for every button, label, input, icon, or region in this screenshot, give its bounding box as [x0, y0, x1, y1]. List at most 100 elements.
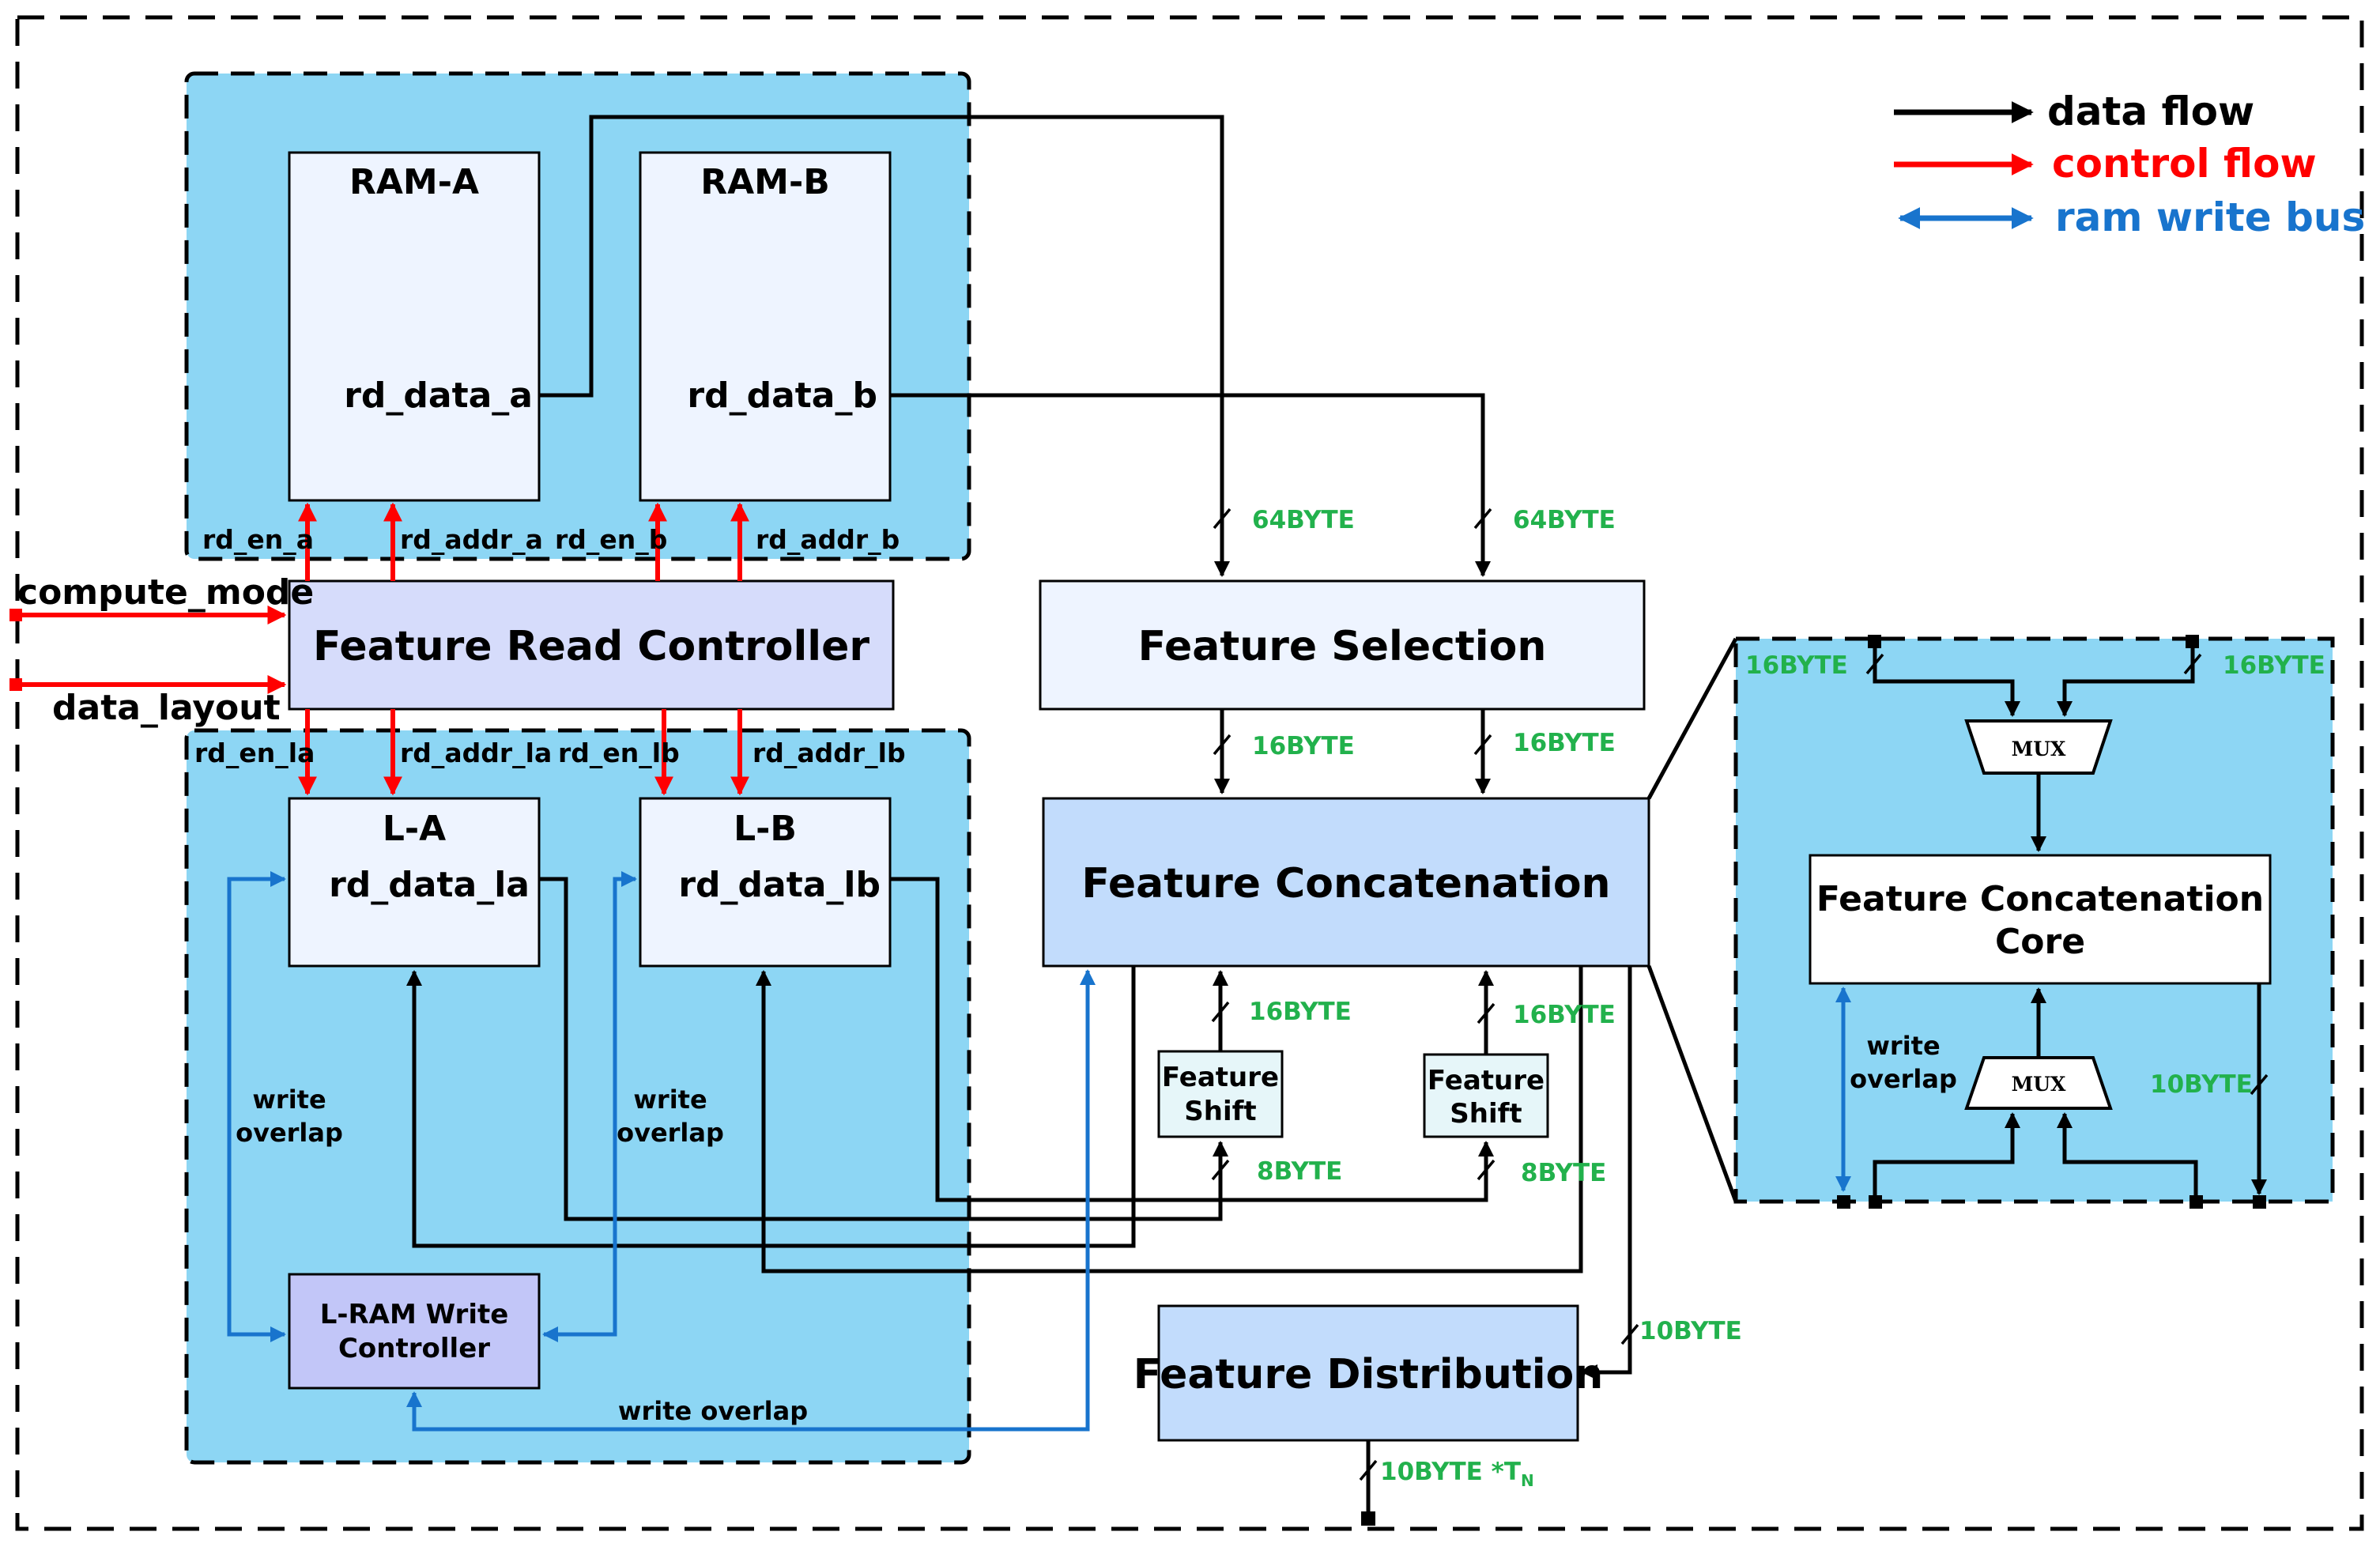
tick-16-shift1: [1211, 1001, 1230, 1023]
ram-a-title: RAM-A: [349, 162, 479, 202]
feature-concatenation-label: Feature Concatenation: [1081, 860, 1610, 907]
zoom-line-bottom: [1646, 965, 1738, 1202]
rd-addr-b-label: rd_addr_b: [756, 524, 900, 555]
feature-read-controller-label: Feature Read Controller: [313, 623, 869, 670]
data-layout-port: [9, 678, 22, 691]
concat-core-line1: Feature Concatenation: [1816, 879, 2264, 919]
bw-8-shift1: 8BYTE: [1257, 1157, 1342, 1186]
tick-10-output: [1359, 1459, 1378, 1481]
la-title: L-A: [383, 809, 446, 849]
rd-data-a-port: rd_data_a: [344, 375, 533, 416]
tick-10-distribution: [1620, 1323, 1639, 1345]
ram-b-title: RAM-B: [700, 162, 830, 202]
bw-10-output-main: 10BYTE *T: [1380, 1458, 1521, 1486]
lram-write-controller-block: [288, 1273, 541, 1390]
feature-selection-block: [1039, 579, 1646, 711]
concat-core-line2: Core: [1995, 922, 2085, 962]
detail-port-bottom-3: [2190, 1195, 2203, 1209]
rd-addr-la-label: rd_addr_la: [400, 738, 552, 768]
legend-data-flow-label: data flow: [2047, 89, 2254, 134]
legend-control-flow-label: control flow: [2052, 141, 2317, 187]
lram-write-controller-line1: L-RAM Write: [320, 1299, 509, 1330]
rd-en-lb-label: rd_en_lb: [558, 738, 680, 768]
bw-10-detail: 10BYTE: [2150, 1070, 2253, 1099]
write-overlap-lb-line1: write: [633, 1085, 707, 1115]
write-overlap-la-loop: [227, 871, 286, 1342]
feature-shift-1-block: [1157, 1050, 1284, 1138]
write-overlap-bus-label: write overlap: [618, 1396, 808, 1426]
tick-64-right: [1473, 507, 1492, 530]
feature-shift-2-line1: Feature: [1428, 1065, 1545, 1096]
detail-mux-bottom-right-input: [2057, 1112, 2198, 1198]
tick-8-shift1: [1211, 1159, 1230, 1181]
rd-data-la-port: rd_data_la: [329, 865, 530, 905]
feature-shift-1-line2: Shift: [1184, 1096, 1256, 1127]
detail-input-right: [2057, 642, 2195, 717]
mux-top-label: MUX: [2012, 738, 2066, 760]
feature-distribution-label: Feature Distribution: [1133, 1351, 1604, 1398]
feature-shift-2-block: [1423, 1053, 1549, 1138]
lram-write-controller-line2: Controller: [338, 1333, 490, 1364]
write-overlap-la-line1: write: [252, 1085, 326, 1115]
ram-a-block: [288, 151, 541, 502]
bw-10-output-sub: N: [1521, 1471, 1534, 1490]
bw-10-output: 10BYTE *TN: [1380, 1458, 1534, 1490]
tick-64-left: [1213, 507, 1231, 530]
tick-16-detail-left: [1865, 653, 1884, 675]
compute-mode-label: compute_mode: [17, 572, 314, 613]
bw-64-left: 64BYTE: [1252, 506, 1355, 534]
tick-8-shift2: [1477, 1159, 1496, 1181]
feature-shift-1-line1: Feature: [1162, 1062, 1279, 1093]
tick-16-detail-right: [2183, 653, 2202, 675]
bw-16-sel-right: 16BYTE: [1513, 729, 1616, 757]
write-overlap-lb-line2: overlap: [617, 1118, 724, 1148]
zoom-line-top: [1646, 637, 1738, 800]
bw-16-sel-left: 16BYTE: [1252, 732, 1355, 760]
mux-top: [1964, 719, 2113, 775]
bw-16-shift1: 16BYTE: [1249, 998, 1352, 1026]
tick-10-detail: [2250, 1073, 2269, 1096]
feature-selection-label: Feature Selection: [1138, 623, 1547, 670]
detail-input-left: [1873, 642, 2020, 717]
rd-data-b-port: rd_data_b: [687, 375, 877, 416]
data-layout-label: data_layout: [52, 688, 281, 728]
feature-read-controller-block: [288, 579, 895, 711]
detail-port-bottom-2: [1869, 1195, 1882, 1209]
bw-10-distribution: 10BYTE: [1639, 1317, 1742, 1345]
rd-addr-lb-label: rd_addr_lb: [752, 738, 906, 768]
bw-16-detail-left: 16BYTE: [1745, 651, 1848, 680]
feature-concatenation-block: [1042, 797, 1650, 968]
rd-addr-a-label: rd_addr_a: [400, 524, 543, 555]
rd-data-lb-port: rd_data_lb: [678, 865, 881, 905]
detail-mux-bottom-left-input: [1873, 1112, 2020, 1198]
detail-write-overlap-line2: overlap: [1850, 1064, 1957, 1094]
tick-16-sel-left: [1213, 734, 1231, 756]
detail-port-bottom-4: [2253, 1195, 2266, 1209]
bw-16-shift2: 16BYTE: [1513, 1001, 1616, 1029]
legend-ram-write-bus-label: ram write bus: [2055, 194, 2365, 240]
tick-16-sel-right: [1473, 734, 1492, 756]
compute-mode-port: [9, 609, 22, 621]
mux-bottom: [1964, 1056, 2113, 1110]
detail-port-bottom-1: [1837, 1195, 1850, 1209]
outer-dashed-border: [15, 15, 2364, 1531]
detail-port-in-right: [2186, 635, 2199, 648]
rd-en-la-label: rd_en_la: [194, 738, 315, 768]
bw-64-right: 64BYTE: [1513, 506, 1616, 534]
write-overlap-la-line2: overlap: [236, 1118, 343, 1148]
distribution-output-port: [1361, 1511, 1375, 1526]
rd-en-b-label: rd_en_b: [555, 524, 667, 555]
tick-16-shift2: [1477, 1002, 1496, 1024]
bw-16-detail-right: 16BYTE: [2223, 651, 2325, 680]
concat-core-block: [1809, 854, 2272, 985]
feature-shift-2-line2: Shift: [1450, 1098, 1522, 1130]
rd-data-b-wire: [890, 393, 1491, 577]
rd-en-a-label: rd_en_a: [202, 524, 314, 555]
bw-8-shift2: 8BYTE: [1521, 1159, 1606, 1187]
ram-b-block: [639, 151, 892, 502]
mux-bottom-label: MUX: [2012, 1073, 2066, 1096]
lb-block: [639, 797, 892, 968]
concat-to-distribution-wire: [1582, 966, 1632, 1380]
detail-write-overlap-line1: write: [1866, 1031, 1940, 1061]
